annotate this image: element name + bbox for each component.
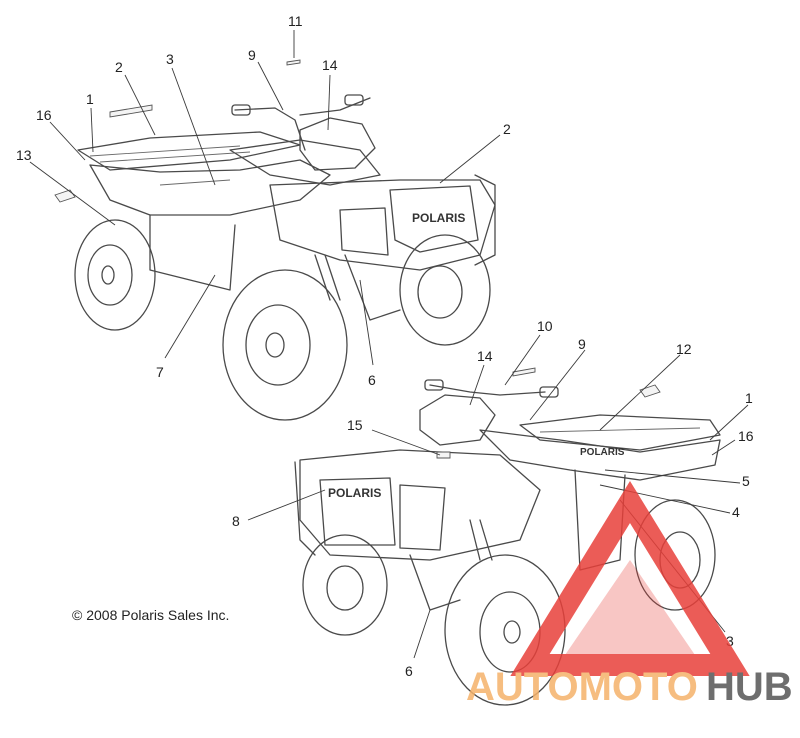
callouts-bottom: 10 9 14 12 1 15 16 5 4 8 6 3	[232, 318, 754, 679]
callout-13: 13	[16, 147, 32, 163]
decal-2-strip	[109, 104, 153, 118]
callout-14-bottom: 14	[477, 348, 493, 364]
decal-13	[54, 189, 76, 203]
callout-10: 10	[537, 318, 553, 334]
copyright-notice: © 2008 Polaris Sales Inc.	[72, 607, 229, 623]
callout-2-left: 2	[115, 59, 123, 75]
callout-16-top: 16	[36, 107, 52, 123]
callout-8: 8	[232, 513, 240, 529]
callout-2-right: 2	[503, 121, 511, 137]
callout-3-bottom: 3	[726, 633, 734, 649]
callout-4: 4	[732, 504, 740, 520]
decal-15	[436, 451, 451, 459]
front-right-wheel-top	[399, 234, 491, 346]
callout-11: 11	[288, 13, 303, 29]
polaris-side-logo: POLARIS	[580, 447, 625, 458]
callout-1-bottom: 1	[745, 390, 753, 406]
callout-3-top: 3	[166, 51, 174, 67]
callout-5: 5	[742, 473, 750, 489]
callout-15: 15	[347, 417, 363, 433]
callout-6-bottom: 6	[405, 663, 413, 679]
watermark-text-hub: HUB	[706, 665, 793, 709]
rear-wheel-top	[74, 219, 156, 331]
callout-6-top: 6	[368, 372, 376, 388]
watermark-triangle-inner	[565, 560, 695, 655]
watermark-text-automoto: AUTOMOTO	[466, 665, 698, 709]
callout-1-top: 1	[86, 91, 94, 107]
callout-9-top: 9	[248, 47, 256, 63]
watermark-logo: AUTOMOTO HUB	[466, 480, 793, 709]
callout-9-bottom: 9	[578, 336, 586, 352]
decal-12	[639, 384, 661, 398]
polaris-front-logo: POLARIS	[328, 486, 381, 500]
decal-11	[286, 59, 301, 66]
front-left-wheel-bottom	[302, 534, 388, 636]
polaris-hood-logo: POLARIS	[412, 211, 465, 225]
callout-7: 7	[156, 364, 164, 380]
watermark-triangle	[510, 480, 750, 676]
decal-10	[512, 367, 536, 377]
bottom-decals	[436, 367, 661, 459]
atv-top-illustration: POLARIS	[74, 94, 496, 421]
callout-12: 12	[676, 341, 692, 357]
callout-14-top: 14	[322, 57, 338, 73]
callout-16-bottom: 16	[738, 428, 754, 444]
front-wheel-top	[222, 269, 348, 421]
callouts-top: 11 2 3 9 14 1 16 13 2 7 6	[16, 13, 511, 388]
